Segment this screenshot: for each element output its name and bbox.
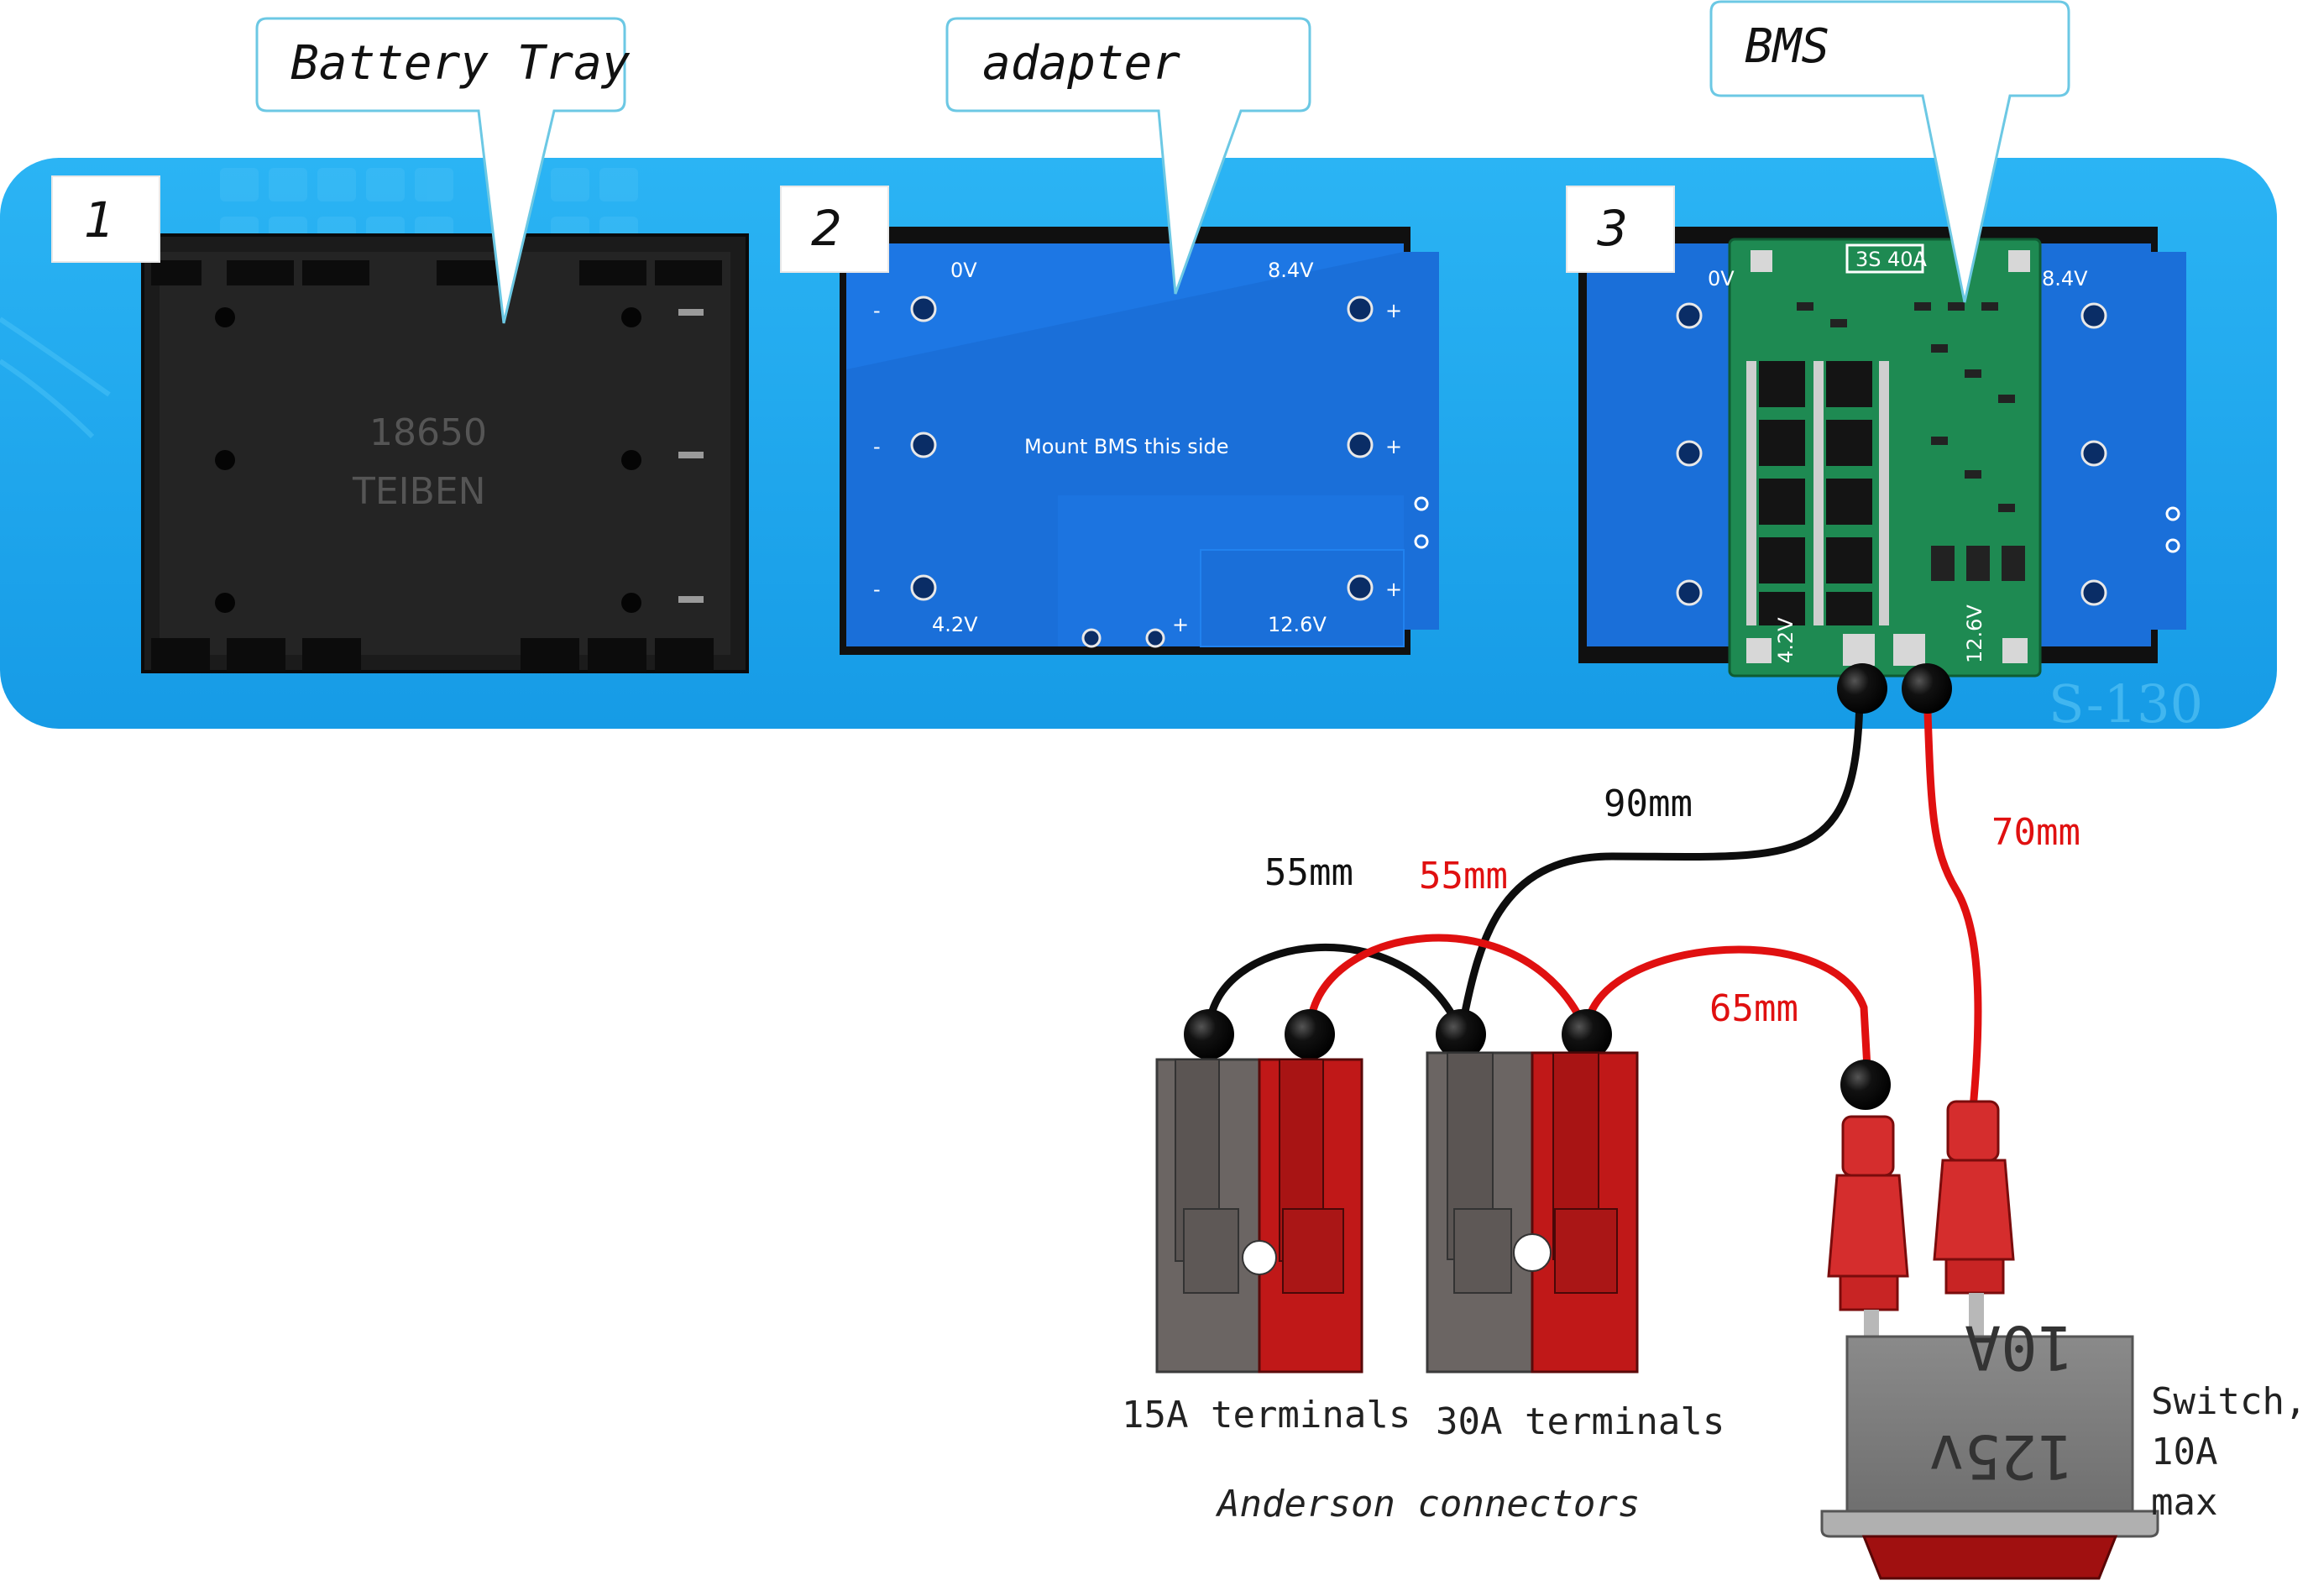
adapter-minus-2: -	[873, 435, 881, 458]
adapter-bottom-right-label: 12.6V	[1268, 613, 1327, 636]
callout-bms: BMS	[1709, 0, 2070, 303]
callout-bms-text: BMS	[1745, 19, 1829, 74]
wire-bridge-black	[1205, 943, 1465, 1037]
adapter-minus-3: -	[873, 578, 881, 601]
bms-top-right-label: 8.4V	[2042, 267, 2088, 290]
wire-switch-red	[1583, 945, 1872, 1087]
length-bms-black: 90mm	[1604, 782, 1693, 825]
switch-label-line1: Switch,	[2151, 1380, 2306, 1423]
adapter-bottom-left-label: 4.2V	[932, 613, 978, 636]
step-number-1-text: 1	[84, 191, 115, 249]
anderson-caption: Anderson connectors	[1215, 1483, 1640, 1525]
bms-current-label: 40A	[1887, 248, 1928, 271]
switch-voltage-rating: 125v	[1929, 1421, 2074, 1492]
adapter-top-left-label: 0V	[950, 259, 977, 282]
switch-label-line2: 10A	[2151, 1431, 2217, 1473]
wires	[1205, 684, 1982, 1112]
anderson-30a	[1426, 1051, 1639, 1374]
adapter-board: 0V 8.4V 4.2V 12.6V Mount BMS this side -…	[840, 227, 1439, 655]
adapter-plus-1: +	[1385, 299, 1402, 322]
length-bridge-black: 55mm	[1264, 851, 1353, 894]
wire-bms-black	[1457, 684, 1864, 1037]
adapter-top-right-label: 8.4V	[1268, 259, 1314, 282]
label-30a-terminals: 30A terminals	[1436, 1400, 1724, 1443]
length-bms-red: 70mm	[1991, 811, 2080, 854]
bms-config-label: 3S	[1855, 248, 1881, 271]
switch-label-line3: max	[2151, 1481, 2217, 1524]
length-switch-red: 65mm	[1709, 987, 1798, 1030]
step-number-2-text: 2	[811, 200, 842, 257]
label-15a-terminals: 15A terminals	[1122, 1394, 1410, 1436]
bms-top-left-label: 0V	[1708, 267, 1735, 290]
tray-brand: TEIBEN	[352, 470, 486, 513]
wire-bms-red	[1923, 684, 1982, 1112]
bms-pad-right-label: 12.6V	[1963, 604, 1986, 663]
bms-pad-left-label: 4.2V	[1774, 617, 1798, 663]
rocker-switch: 125v 10A	[1820, 1100, 2159, 1580]
step-number-1: 1	[51, 175, 160, 263]
callout-adapter: adapter	[945, 17, 1311, 295]
callout-battery-tray: Battery Tray	[255, 17, 631, 324]
tray-cell-label: 18650	[369, 411, 487, 454]
bms-assembly: 3S 40A	[1578, 227, 2186, 678]
wire-joints	[1184, 663, 1952, 1110]
adapter-minus-1: -	[873, 299, 881, 322]
adapter-center-label: Mount BMS this side	[1024, 435, 1228, 458]
callout-adapter-text: adapter	[982, 36, 1180, 91]
step-number-3-text: 3	[1597, 200, 1628, 257]
adapter-plus-bottom: +	[1172, 613, 1189, 636]
svg-text:S-130: S-130	[2049, 673, 2203, 735]
anderson-15a	[1155, 1058, 1363, 1374]
adapter-plus-3: +	[1385, 578, 1402, 601]
wire-bridge-red	[1306, 934, 1591, 1037]
callout-battery-tray-text: Battery Tray	[290, 36, 631, 91]
step-number-3: 3	[1566, 186, 1675, 273]
battery-tray: 18650 TEIBEN	[141, 233, 749, 673]
length-bridge-red: 55mm	[1419, 855, 1508, 897]
adapter-plus-2: +	[1385, 435, 1402, 458]
bms-board: 3S 40A	[1728, 238, 2042, 678]
step-number-2: 2	[780, 186, 889, 273]
switch-current-rating: 10A	[1965, 1312, 2074, 1383]
